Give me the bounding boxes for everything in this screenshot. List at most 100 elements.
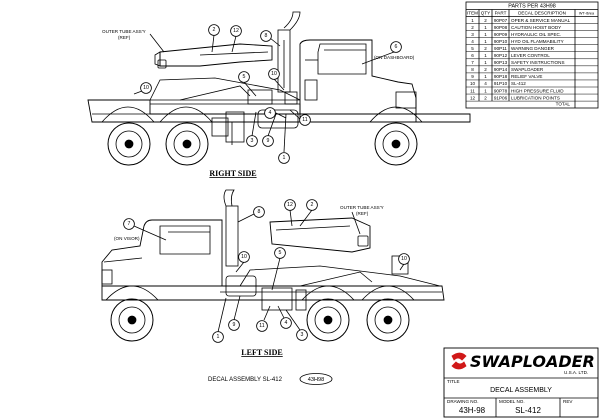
parts-table-cell: WARNING DANGER: [511, 46, 555, 51]
parts-table-header: QTY: [481, 11, 490, 16]
left-callout-2-label: 2: [311, 202, 314, 208]
right-side-view: [87, 11, 471, 145]
right-callout-1: 1: [278, 113, 290, 164]
left-callout-11: 11: [256, 305, 271, 332]
parts-table-header: WT-lb/ea: [579, 12, 595, 16]
left-callout-5: 5: [271, 247, 286, 291]
right-callout-4: 4: [264, 107, 287, 119]
right-callout-4-label: 4: [269, 110, 272, 116]
parts-table-cell: 2: [471, 25, 474, 30]
title-label: TITLE: [447, 379, 460, 384]
right-callout-1-label: 1: [283, 155, 286, 161]
left-callout-12-label: 12: [287, 202, 293, 208]
left-callout-9-label: 9: [233, 322, 236, 328]
parts-table-cell: 10: [470, 81, 476, 86]
parts-table-cell: 1: [484, 32, 487, 37]
parts-table-cell: 4: [484, 81, 487, 86]
right-callout-3-label: 3: [251, 138, 254, 144]
parts-table-cell: HYD OIL FLAMMABILITY: [511, 39, 564, 44]
parts-table-cell: 91P10: [494, 81, 508, 86]
left-callout-3-label: 3: [301, 332, 304, 338]
right-callout-10a: 10: [133, 82, 152, 95]
left-callout-5-label: 5: [279, 250, 282, 256]
right-callout-10a-label: 10: [143, 85, 149, 91]
right-callout-9: 9: [262, 113, 277, 147]
left-callout-1: 1: [212, 297, 227, 343]
right-side-caption: RIGHT SIDE: [209, 169, 256, 178]
dashboard-note: (ON DASHBOARD): [374, 55, 415, 60]
company-sub: U.S.A. LTD.: [564, 370, 588, 375]
parts-table-cell: 7: [471, 60, 474, 65]
left-callout-9: 9: [228, 295, 241, 331]
parts-table-header: PART: [495, 11, 507, 16]
model-no: SL-412: [515, 406, 541, 415]
right-rear-wheel-1: [107, 122, 151, 166]
parts-table-cell: SWAPLOADER: [511, 67, 544, 72]
parts-table-cell: 1: [484, 39, 487, 44]
parts-table-header: DECAL DESCRIPTION: [518, 11, 566, 16]
parts-table-cell: LEVER CONTROL: [511, 53, 550, 58]
parts-table-cell: 90P08: [494, 25, 508, 30]
right-callout-9-label: 9: [267, 138, 270, 144]
assembly-label: DECAL ASSEMBLY SL-412: [208, 377, 283, 383]
visor-note: (ON VISOR): [114, 236, 140, 241]
left-callout-8: 8: [237, 206, 265, 223]
left-callout-8-label: 8: [258, 209, 261, 215]
parts-table-cell: 2: [484, 46, 487, 51]
parts-table-cell: 5: [471, 46, 474, 51]
title-block: SWAPLOADER U.S.A. LTD. TITLE DECAL ASSEM…: [443, 347, 599, 418]
left-callout-10b: 10: [398, 253, 410, 271]
parts-table-cell: 90P14: [494, 67, 508, 72]
parts-table-cell: 90P78: [494, 88, 508, 93]
left-callout-11-label: 11: [259, 323, 264, 329]
left-callout-3: 3: [285, 309, 308, 341]
parts-table-cell: 4: [471, 39, 474, 44]
parts-table-cell: HYDRAULIC OIL SPEC.: [511, 32, 561, 37]
parts-table-cell: 1: [471, 18, 474, 23]
left-side-caption: LEFT SIDE: [241, 348, 282, 357]
drawing-no: 43H-98: [459, 406, 486, 415]
right-callout-6-label: 6: [395, 44, 398, 50]
right-callout-5-label: 5: [243, 74, 246, 80]
parts-table-cell: 91P06: [494, 95, 508, 100]
right-rear-wheel-2: [165, 122, 209, 166]
parts-table-cell: LUBRICATION POINTS: [511, 95, 560, 100]
parts-table-cell: 1: [484, 74, 487, 79]
right-callout-5: 5: [238, 71, 257, 97]
right-front-wheel: [374, 122, 418, 166]
parts-table-cell: 90P13: [494, 60, 508, 65]
right-callout-8-label: 8: [265, 33, 268, 39]
parts-table-cell: CAUTION HOIST BODY: [511, 25, 561, 30]
parts-table-cell: 11: [470, 88, 475, 93]
parts-table-cell: SL-412: [511, 81, 526, 86]
parts-table-cell: OPER & SERVICE MANUAL: [511, 18, 571, 23]
drawing-no-label: DRAWING NO.: [447, 399, 478, 404]
left-rear-wheel-1: [306, 298, 350, 342]
right-callout-2: 2: [208, 24, 220, 53]
model-no-label: MODEL NO.: [499, 399, 525, 404]
parts-table-cell: 2: [484, 67, 487, 72]
left-callout-4-label: 4: [285, 320, 288, 326]
right-callout-12: 12: [230, 25, 242, 53]
parts-table-cell: 90P18: [494, 74, 508, 79]
parts-table-cell: HIGH PRESSURE FLUID: [511, 88, 564, 93]
parts-table-cell: 90P12: [494, 53, 508, 58]
parts-table-cell: 90P07: [494, 18, 508, 23]
left-rear-wheel-2: [366, 298, 410, 342]
left-outer-tube-ref: (REF): [356, 211, 369, 216]
parts-table-cell: 1: [484, 88, 487, 93]
parts-table-cell: 8: [471, 67, 474, 72]
left-callout-7: 7: [123, 218, 167, 241]
parts-table-cell: 9: [471, 74, 474, 79]
parts-table-header: ITEM: [467, 11, 478, 16]
company-name: SWAPLOADER: [470, 352, 595, 371]
left-callout-1-label: 1: [217, 334, 220, 340]
left-front-wheel: [110, 298, 154, 342]
parts-table-cell: 90P11: [494, 46, 507, 51]
right-callout-12-label: 12: [233, 28, 239, 34]
drawing-title: DECAL ASSEMBLY: [490, 387, 552, 394]
left-callout-10a-label: 10: [241, 254, 247, 260]
parts-table-cell: 90P09: [494, 32, 508, 37]
